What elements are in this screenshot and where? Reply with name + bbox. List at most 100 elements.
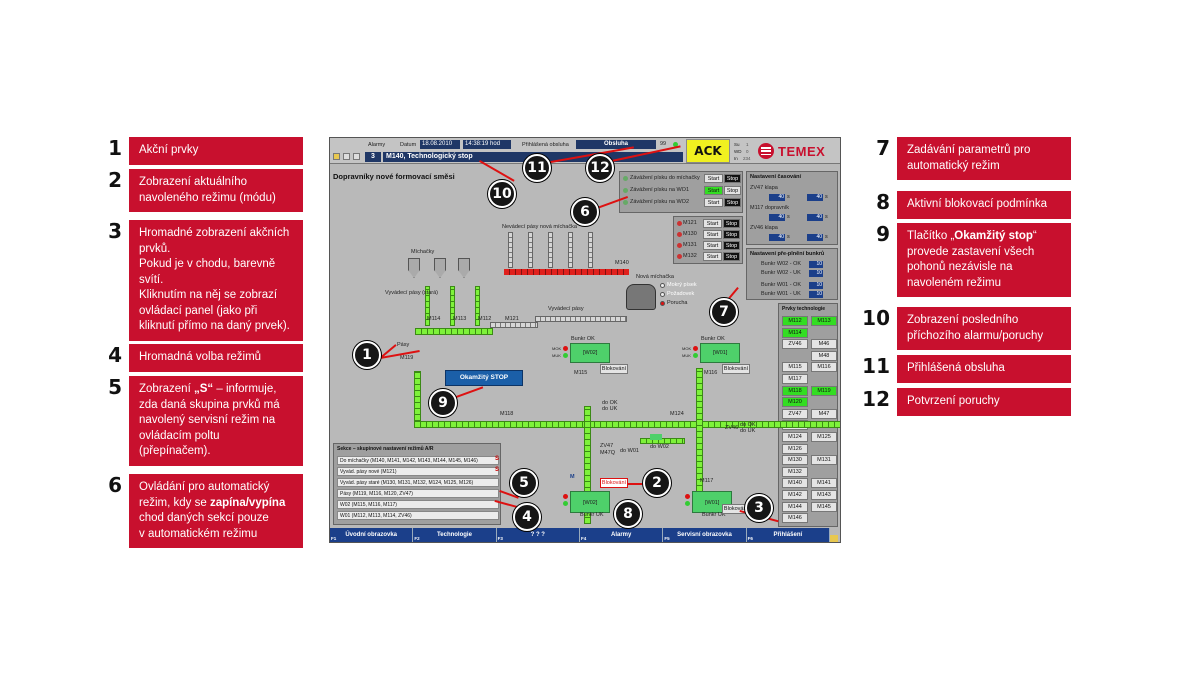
belt-m119[interactable] [415,328,493,335]
tech-button-m126[interactable]: M126 [782,443,808,454]
operator-value[interactable]: Obsluha [576,140,656,149]
mixer-belt-3[interactable] [475,286,480,326]
tech-button-m116[interactable]: M116 [811,362,837,373]
tech-button-m119[interactable]: M119 [811,385,837,396]
fkey-f3[interactable]: F3? ? ? [496,528,580,542]
ack-button[interactable]: ACK [686,139,730,163]
tech-button-m46[interactable]: M46 [811,339,837,350]
tech-button-m124[interactable]: M124 [782,432,808,442]
tech-button-m144[interactable]: M144 [782,501,808,512]
timing-value-1b[interactable]: 40 [807,214,823,221]
tech-button-m132[interactable]: M132 [782,466,808,477]
feed-belt-5[interactable] [588,232,593,268]
bunker-fill-label-3: Bunkr W01 - UK [761,291,801,297]
belt-center-v[interactable] [584,406,591,524]
tech-button-m114[interactable]: M114 [782,327,808,338]
bunker-fill-value-3[interactable]: 10 [809,291,823,298]
bunker-w02-uk[interactable]: [W02] [570,491,610,513]
tech-button-m130[interactable]: M130 [782,455,808,466]
tech-button-m117[interactable]: M117 [782,374,808,384]
machine-start-1[interactable]: Start [703,230,722,239]
mixer-belt-2[interactable] [450,286,455,326]
output-belt[interactable] [535,316,627,322]
request-label: Požadovek [667,291,695,297]
tech-button-m118[interactable]: M118 [782,385,808,396]
tech-button-m112[interactable]: M112 [782,316,808,326]
section-row-5[interactable]: W01 (M112, M113, M114, ZV46) [337,511,499,520]
section-row-2[interactable]: Vyvád. pásy staré (M130, M131, M132, M12… [337,478,499,487]
bunker-w02-ok[interactable]: [W02] [570,343,610,363]
bunker-fill-value-0[interactable]: 10 [809,261,823,268]
bunker-fill-value-1[interactable]: 10 [809,270,823,277]
mixer-3-icon[interactable] [458,258,470,278]
zv47-valve[interactable] [650,434,662,440]
timing-value-0b[interactable]: 40 [807,194,823,201]
folder-icon[interactable] [333,153,340,160]
feed-belt-1[interactable] [508,232,513,268]
machine-stop-0[interactable]: Stop [723,219,740,228]
tech-button-m143[interactable]: M143 [811,490,837,500]
mixer-1-icon[interactable] [408,258,420,278]
tech-button-m115[interactable]: M115 [782,362,808,373]
tech-button-m140[interactable]: M140 [782,478,808,489]
tech-button-zv47[interactable]: ZV47 [782,408,808,419]
bunker-w01-ok[interactable]: [W01] [700,343,740,363]
belt-m116[interactable] [640,438,685,444]
sand-stop-2[interactable]: Stop [724,198,741,207]
machine-stop-1[interactable]: Stop [723,230,740,239]
machine-stop-2[interactable]: Stop [723,241,740,250]
section-row-0[interactable]: Do míchačky (M140, M141, M142, M143, M14… [337,456,499,465]
mixer-belt-1[interactable] [425,286,430,326]
tech-button-m131[interactable]: M131 [811,455,837,466]
machine-start-0[interactable]: Start [703,219,722,228]
sand-stop-0[interactable]: Stop [724,174,741,183]
sand-start-0[interactable]: Start [704,174,723,183]
old-output-belt[interactable] [490,322,538,328]
red-belt[interactable] [504,269,629,275]
tech-button-m142[interactable]: M142 [782,490,808,500]
timing-value-2a[interactable]: 40 [769,234,785,241]
blocking-button-1[interactable]: Blokování [600,364,628,374]
tech-button-m48[interactable]: M48 [811,350,837,361]
feed-belt-3[interactable] [548,232,553,268]
feed-belt-2[interactable] [528,232,533,268]
tech-button-m120[interactable]: M120 [782,397,808,408]
machine-start-2[interactable]: Start [703,241,722,250]
tech-button-m47[interactable]: M47 [811,408,837,419]
emergency-stop-button[interactable]: Okamžitý STOP [445,370,523,386]
lock-icon[interactable] [353,153,360,160]
section-row-4[interactable]: W02 (M115, M116, M117) [337,500,499,509]
machine-start-3[interactable]: Start [703,252,722,261]
machine-stop-3[interactable]: Stop [723,252,740,261]
blocking-button-2[interactable]: Blokování [722,364,750,374]
tech-button-m125[interactable]: M125 [811,432,837,442]
tech-button-m145[interactable]: M145 [811,501,837,512]
tech-button-m146[interactable]: M146 [782,513,808,524]
sand-start-1[interactable]: Start [704,186,723,195]
sand-start-2[interactable]: Start [704,198,723,207]
tech-button-m113[interactable]: M113 [811,316,837,326]
timing-value-1a[interactable]: 40 [769,214,785,221]
belt-right-v[interactable] [696,368,703,492]
active-blocking-button[interactable]: Blokování [600,478,628,488]
print-icon[interactable] [343,153,350,160]
belt-m118-v[interactable] [414,371,421,421]
legend-7: 7 Zadávání parametrů pro automatický rež… [868,137,1071,180]
section-row-3[interactable]: Pásy (M119, M116, M120, ZV47) [337,489,499,498]
belt-main-h[interactable] [414,421,840,428]
tech-button-m141[interactable]: M141 [811,478,837,489]
timing-value-0a[interactable]: 40 [769,194,785,201]
mixer-2-icon[interactable] [434,258,446,278]
timing-value-2b[interactable]: 40 [807,234,823,241]
new-mixer-icon[interactable] [626,284,656,310]
feed-belt-4[interactable] [568,232,573,268]
bunker-fill-value-2[interactable]: 10 [809,282,823,289]
section-row-1[interactable]: Vyvád. pásy nové (M121) [337,467,499,476]
tech-button-zv46[interactable]: ZV46 [782,339,808,350]
sand-stop-1[interactable]: Stop [724,186,741,195]
